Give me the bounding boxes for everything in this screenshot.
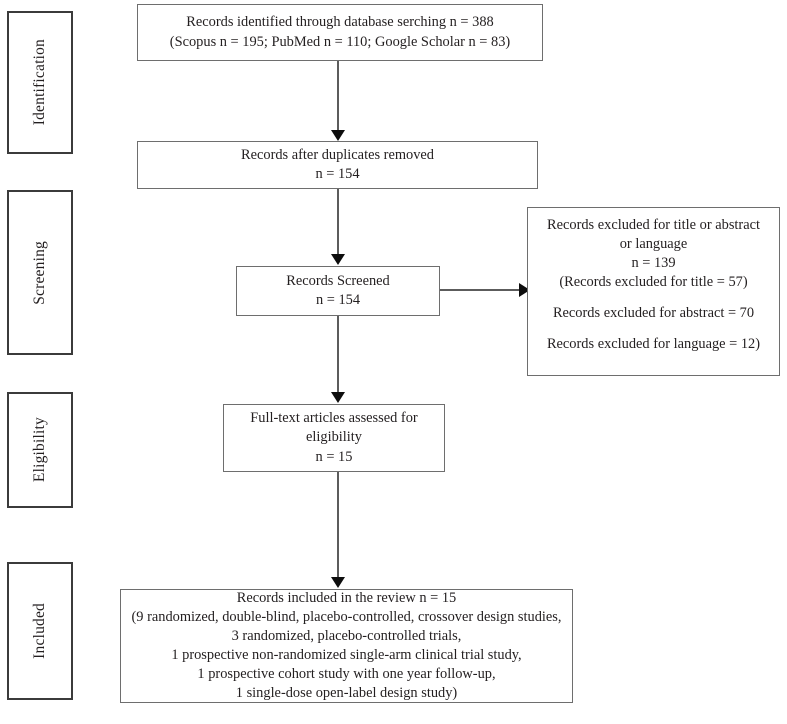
- box-records-identified: Records identified through database serc…: [137, 4, 543, 61]
- box-records-included-line-3: 3 randomized, placebo-controlled trials,: [231, 627, 462, 644]
- connector-screened-to-excluded: [440, 289, 521, 291]
- box-records-screened: Records Screened n = 154: [236, 266, 440, 316]
- stage-box-identification: Identification: [7, 11, 73, 154]
- stage-label-eligibility: Eligibility: [31, 417, 48, 483]
- box-records-screened-line-1: Records Screened: [286, 272, 390, 289]
- box-full-text-assessed: Full-text articles assessed for eligibil…: [223, 404, 445, 472]
- box-records-included-line-2: (9 randomized, double-blind, placebo-con…: [131, 608, 562, 625]
- box-records-identified-line-1: Records identified through database serc…: [186, 14, 494, 31]
- stage-box-eligibility: Eligibility: [7, 392, 73, 508]
- stage-label-included: Included: [31, 603, 48, 659]
- box-full-text-assessed-line-1: Full-text articles assessed for: [250, 410, 418, 427]
- box-records-included-line-5: 1 prospective cohort study with one year…: [197, 666, 496, 683]
- box-records-excluded-line-6: Records excluded for language = 12): [546, 336, 761, 353]
- box-after-duplicates: Records after duplicates removed n = 154: [137, 141, 538, 189]
- box-records-included-line-4: 1 prospective non-randomized single-arm …: [171, 647, 522, 663]
- box-records-excluded-line-3: n = 139: [631, 255, 676, 272]
- connector-identified-to-duplicates: [337, 61, 339, 132]
- box-records-excluded-line-5: Records excluded for abstract = 70: [552, 305, 755, 322]
- connector-duplicates-to-screened: [337, 189, 339, 255]
- box-records-excluded: Records excluded for title or abstract o…: [527, 207, 780, 376]
- connector-screened-to-fulltext: [337, 316, 339, 393]
- arrowhead-duplicates-to-screened: [331, 254, 345, 265]
- arrowhead-screened-to-excluded: [519, 283, 530, 297]
- connector-fulltext-to-included: [337, 472, 339, 578]
- box-records-screened-line-2: n = 154: [315, 292, 361, 308]
- arrowhead-identified-to-duplicates: [331, 130, 345, 141]
- box-records-included: Records included in the review n = 15 (9…: [120, 589, 573, 703]
- stage-box-screening: Screening: [7, 190, 73, 355]
- box-records-excluded-line-2: or language: [619, 236, 688, 253]
- box-records-included-line-6: 1 single-dose open-label design study): [235, 685, 458, 702]
- box-records-identified-line-2: (Scopus n = 195; PubMed n = 110; Google …: [169, 33, 511, 50]
- box-full-text-assessed-line-3: n = 15: [315, 448, 353, 465]
- arrowhead-fulltext-to-included: [331, 577, 345, 588]
- box-records-excluded-line-1: Records excluded for title or abstract: [547, 217, 760, 233]
- stage-label-screening: Screening: [31, 240, 48, 305]
- stage-box-included: Included: [7, 562, 73, 700]
- box-after-duplicates-line-1: Records after duplicates removed: [241, 146, 434, 163]
- box-records-included-line-1: Records included in the review n = 15: [236, 589, 457, 606]
- box-records-excluded-line-4: (Records excluded for title = 57): [559, 274, 748, 291]
- stage-label-identification: Identification: [31, 39, 48, 126]
- arrowhead-screened-to-fulltext: [331, 392, 345, 403]
- box-full-text-assessed-line-2: eligibility: [306, 429, 362, 446]
- box-after-duplicates-line-2: n = 154: [315, 166, 360, 182]
